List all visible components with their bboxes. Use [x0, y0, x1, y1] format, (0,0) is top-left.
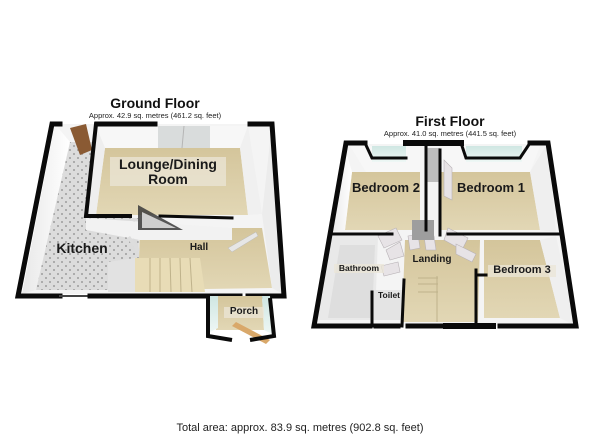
room-label-hall: Hall [189, 242, 209, 253]
room-label-bedroom-1: Bedroom 1 [457, 180, 525, 195]
room-label-lounge-line2: Room [148, 170, 188, 187]
first-floor-area: Approx. 41.0 sq. metres (441.5 sq. feet) [383, 129, 517, 138]
room-label-lounge-line1: Lounge/Dining [119, 156, 217, 172]
room-label-lounge-dining: Lounge/Dining Room [110, 156, 226, 187]
room-label-kitchen: Kitchen [56, 240, 108, 256]
ground-floor-area: Approx. 42.9 sq. metres (461.2 sq. feet) [88, 111, 222, 120]
first-floor-plan [311, 140, 579, 329]
first-floor-title: First Floor [415, 113, 485, 129]
room-label-porch: Porch [224, 306, 264, 318]
total-area: Total area: approx. 83.9 sq. metres (902… [176, 422, 424, 434]
room-label-landing: Landing [412, 254, 452, 265]
room-label-bedroom-3: Bedroom 3 [488, 264, 556, 277]
room-label-bedroom-2: Bedroom 2 [352, 180, 420, 195]
room-label-toilet: Toilet [377, 290, 401, 300]
ground-floor-title: Ground Floor [110, 95, 200, 111]
room-label-bathroom: Bathroom [334, 264, 384, 273]
